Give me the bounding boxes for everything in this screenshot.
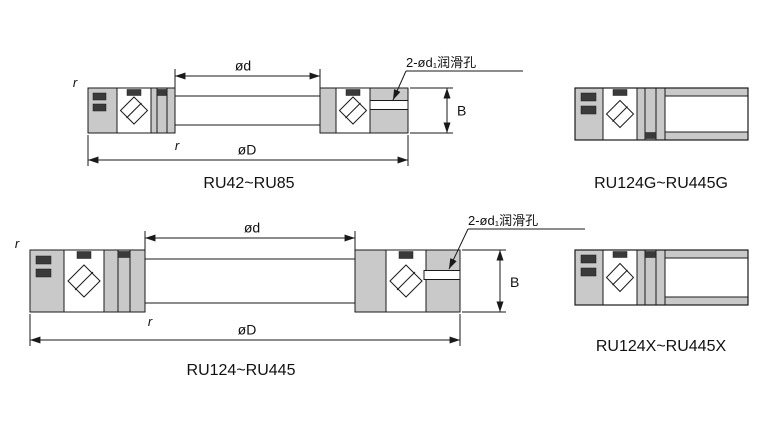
- lube-hole-callout: 2-ød₁润滑孔: [448, 213, 585, 270]
- series-title: RU124X~RU445X: [596, 338, 727, 355]
- width-label: B: [510, 274, 519, 290]
- series-title: RU124~RU445: [187, 362, 296, 379]
- section-outline: [574, 249, 749, 306]
- right-roller-plug: [398, 251, 414, 259]
- right-roller-axis-line: [396, 271, 416, 291]
- bolt-hole-counterbore: [644, 251, 657, 258]
- lube-hole-slot: [369, 100, 409, 110]
- diagram-ru124x-ru445x: RU124X~RU445X: [574, 249, 749, 355]
- series-title: RU42~RU85: [203, 175, 294, 192]
- ring-strip-bottom: [664, 296, 749, 306]
- left-roller-plug: [126, 89, 142, 96]
- seal-block: [92, 92, 107, 101]
- left-roller-axis-line: [74, 271, 94, 291]
- right-roller-plug: [345, 89, 361, 96]
- seal-block: [35, 268, 52, 278]
- seal-block: [580, 92, 597, 102]
- lube-hole-slot: [423, 270, 461, 280]
- outer-diameter-label: øD: [238, 142, 257, 158]
- roller-plug: [612, 89, 628, 96]
- roller-plug: [612, 251, 628, 258]
- diagram-ru124g-ru445g: RU124G~RU445G: [574, 87, 749, 192]
- section-outline: [574, 87, 749, 141]
- ring-strip-top: [664, 87, 749, 97]
- ring-strip-bottom: [664, 131, 749, 141]
- bolt-hole-counterbore: [117, 251, 131, 258]
- seal-block: [580, 254, 597, 264]
- lube-hole-callout: 2-ød₁润滑孔: [392, 55, 523, 101]
- inner-diameter-label: ød: [235, 58, 251, 74]
- seal-block: [580, 105, 597, 115]
- diagram-ru42-ru85: ød øD B r r 2-ød₁润滑孔 RU42~RU85: [73, 55, 523, 192]
- seal-block: [92, 103, 107, 112]
- right-roller-axis-line: [345, 102, 361, 119]
- inner-ring-band: [174, 95, 321, 126]
- dim-outer-diameter: øD: [87, 135, 409, 166]
- outer-diameter-label: øD: [238, 322, 257, 338]
- seal-block: [35, 255, 52, 265]
- leader-arrow: [392, 70, 407, 101]
- radius-label: r: [15, 236, 20, 251]
- inner-ring-band: [144, 258, 356, 304]
- bolt-hole-counterbore: [644, 132, 657, 139]
- roller-axis-line: [612, 269, 628, 286]
- dim-inner-diameter: ød: [174, 58, 321, 93]
- leader-arrow: [448, 228, 469, 270]
- radius-label: r: [148, 314, 153, 329]
- bolt-hole-counterbore: [156, 89, 168, 96]
- width-label: B: [457, 103, 466, 119]
- radius-label: r: [73, 75, 78, 90]
- diagram-ru124-ru445: ød øD B r r 2-ød₁润滑孔 RU124~RU445: [15, 213, 585, 379]
- radius-label: r: [175, 138, 180, 153]
- roller-axis-line: [612, 106, 628, 122]
- inner-ring-band: [664, 257, 749, 298]
- lube-hole-note: 2-ød₁润滑孔: [468, 213, 538, 228]
- series-title: RU124G~RU445G: [594, 175, 728, 192]
- dim-outer-diameter: øD: [29, 314, 461, 346]
- dim-width: B: [410, 87, 466, 134]
- lube-hole-note: 2-ød₁润滑孔: [406, 55, 476, 70]
- dim-width: B: [462, 249, 519, 313]
- ring-strip-top: [664, 249, 749, 259]
- left-roller-plug: [76, 251, 92, 259]
- inner-ring-band: [664, 95, 749, 133]
- seal-block: [580, 267, 597, 277]
- inner-diameter-label: ød: [244, 220, 260, 236]
- dim-inner-diameter: ød: [144, 220, 356, 256]
- left-roller-axis-line: [126, 102, 142, 119]
